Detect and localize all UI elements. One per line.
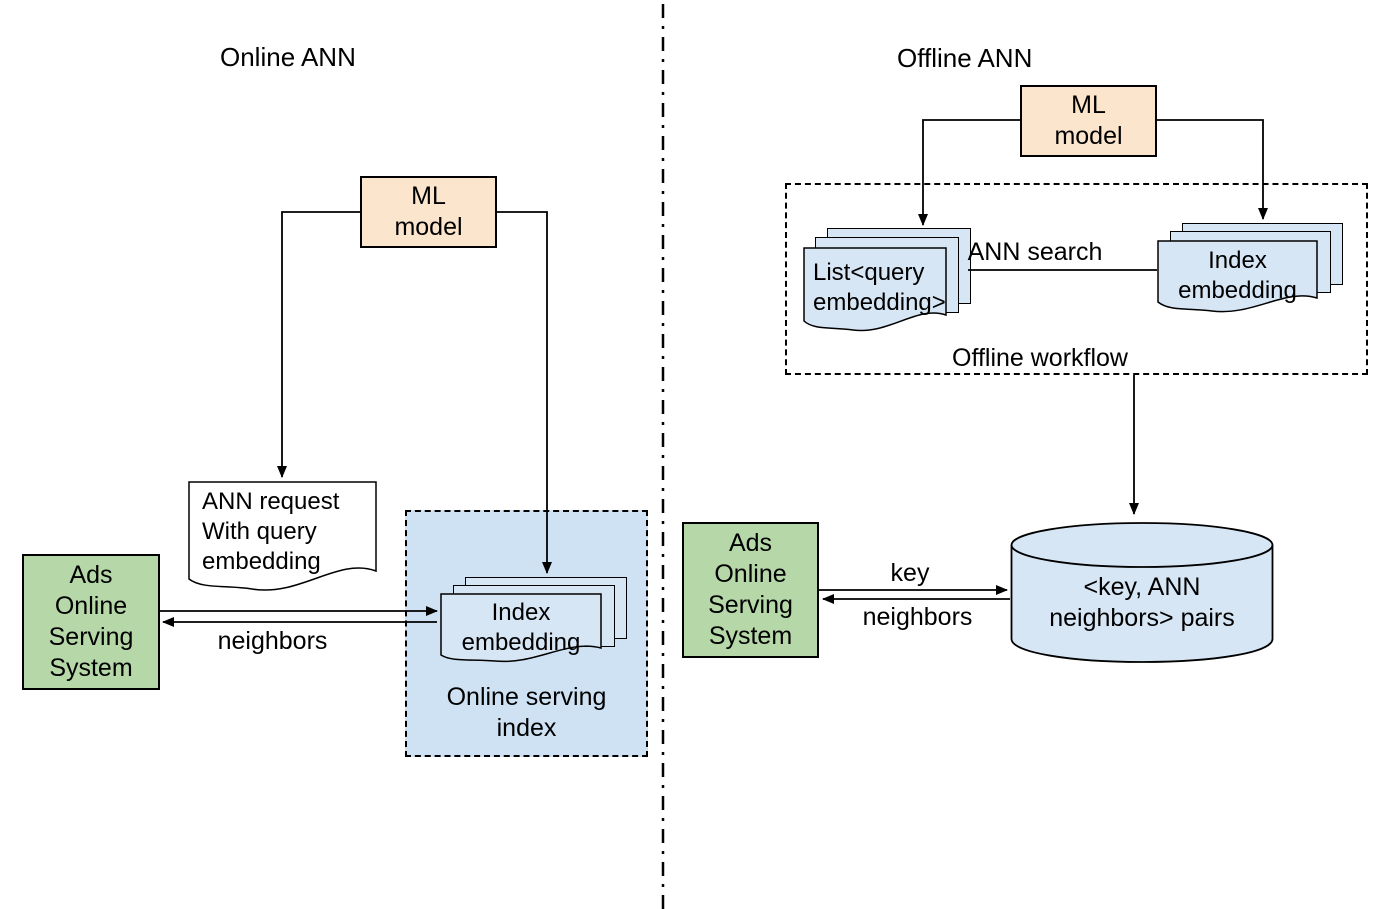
offline-workflow-caption: Offline workflow [952,344,1128,372]
online-ml-model-label: ML model [394,182,463,241]
query-embedding-label: List<query embedding> [813,259,946,316]
online-ml-to-request-arrow [277,211,360,478]
ann-search-label: ANN search [967,238,1103,266]
offline-index-embedding-document: Index embedding [1157,240,1320,322]
offline-serving-system-box: Ads Online Serving System [682,522,819,658]
offline-ml-model-label: ML model [1054,91,1123,150]
kv-store-label: <key, ANN neighbors> pairs [1049,573,1235,632]
online-serving-system-label: Ads Online Serving System [48,561,134,682]
online-ann-title: Online ANN [220,42,356,72]
online-ml-model-box: ML model [360,176,497,248]
cylinder-shape [1010,522,1274,663]
document-shape [803,247,947,332]
online-index-embedding-document: Index embedding [440,593,604,672]
ann-request-label: ANN request With query embedding [202,488,340,575]
online-index-embedding-label: Index embedding [461,599,581,656]
online-neighbors-label: neighbors [217,627,328,655]
offline-serving-system-label: Ads Online Serving System [708,529,793,650]
kv-store-cylinder: <key, ANN neighbors> pairs [1010,521,1274,670]
offline-workflow-container [785,183,1368,375]
document-shape [188,481,377,591]
offline-ml-model-box: ML model [1020,85,1157,157]
online-serving-system-box: Ads Online Serving System [22,554,160,690]
document-shape [1157,240,1318,313]
offline-neighbors-label: neighbors [862,603,973,631]
offline-ann-title: Offline ANN [897,43,1033,73]
document-shape [440,593,602,663]
offline-index-embedding-label: Index embedding [1178,247,1297,304]
ann-request-document: ANN request With query embedding [188,481,378,601]
key-label: key [890,559,930,587]
online-serving-index-caption: Online serving index [446,683,607,742]
query-embedding-document: List<query embedding> [803,247,949,340]
